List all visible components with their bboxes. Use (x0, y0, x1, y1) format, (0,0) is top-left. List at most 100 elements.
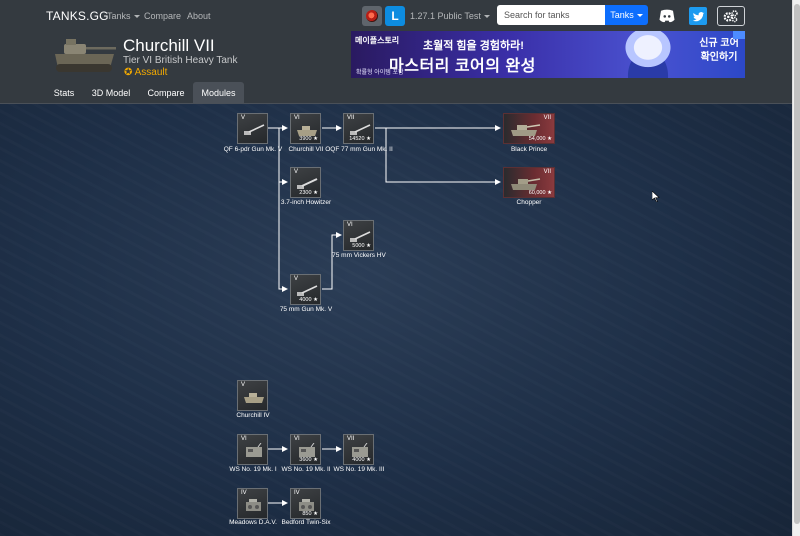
ad-logo: 메이플스토리 (355, 36, 400, 45)
gears-icon (723, 10, 738, 23)
engine-icon (246, 499, 261, 511)
module-hull-churchill-iv[interactable]: V (237, 380, 268, 411)
module-label: WS No. 19 Mk. I (229, 466, 277, 473)
brand-logo[interactable]: TANKS.GG (46, 9, 109, 23)
tank-subtitle: Tier VI British Heavy Tank (123, 55, 238, 66)
xp-star-icon: ★ (366, 136, 371, 142)
module-engine-bedford[interactable]: IV 850 ★ (290, 488, 321, 519)
page-scrollbar[interactable] (792, 0, 800, 536)
module-price-value: 4000 (352, 457, 365, 463)
xp-star-icon: ★ (313, 511, 318, 517)
nav-compare-link[interactable]: Compare (144, 11, 182, 21)
module-price-value: 3900 (299, 136, 312, 142)
mouse-cursor-icon (652, 191, 660, 202)
hull-icon (244, 393, 264, 403)
module-tier: V (294, 169, 299, 175)
engine-icon (299, 499, 314, 511)
module-radio-mk2[interactable]: VI 3600 ★ (290, 434, 321, 465)
module-gun-vickers-hv[interactable]: VI 5000 ★ (343, 220, 374, 251)
lesta-server-icon[interactable]: L (385, 6, 405, 26)
tank-icon (511, 178, 541, 190)
tank-icon (511, 124, 541, 136)
module-tier: V (294, 276, 299, 282)
xp-star-icon: ★ (313, 457, 318, 463)
gun-icon (244, 124, 265, 135)
ad-character-image (613, 31, 683, 78)
tank-image (55, 39, 116, 72)
ad-choices-icon[interactable] (733, 31, 745, 39)
module-engine-meadows[interactable]: IV (237, 488, 268, 519)
nav-tanks-dropdown[interactable]: Tanks (107, 11, 140, 21)
top-navbar: TANKS.GG Tanks Compare About L 1.27.1 Pu… (0, 0, 792, 32)
module-price: 850 ★ (302, 511, 318, 517)
version-dropdown[interactable]: 1.27.1 Public Test (410, 11, 490, 21)
tab-bar: Stats 3D Model Compare Modules (0, 82, 792, 104)
module-price: 3600 ★ (299, 457, 318, 463)
module-price: 4000 ★ (352, 457, 371, 463)
twitter-bird-icon (692, 12, 705, 22)
module-gun-75mm-mk5[interactable]: V 4000 ★ (290, 274, 321, 305)
tab-stats[interactable]: Stats (53, 88, 75, 98)
module-tier: VI (347, 222, 353, 228)
tank-price: 60,000 ★ (529, 190, 552, 196)
ad-banner[interactable]: 메이플스토리 초월적 힘을 경험하라! 마스터리 코어의 완성 확률형 아이템 … (351, 31, 745, 78)
settings-button[interactable] (717, 6, 745, 26)
xp-star-icon: ★ (366, 243, 371, 249)
next-tank-black-prince[interactable]: VII 54,000 ★ (503, 113, 555, 144)
module-tier: V (241, 115, 246, 121)
gun-icon (350, 124, 371, 135)
radio-icon (299, 443, 315, 457)
ad-cta-line2: 확인하기 (700, 52, 738, 63)
radio-icon (352, 443, 368, 457)
module-radio-mk1[interactable]: VI (237, 434, 268, 465)
module-label: Meadows D.A.V. (229, 519, 277, 526)
tank-label: Black Prince (510, 146, 548, 153)
tab-modules[interactable]: Modules (193, 82, 244, 104)
module-hull-churchill-vii[interactable]: VI 3900 ★ (290, 113, 321, 144)
twitter-icon[interactable] (689, 7, 707, 25)
module-radio-mk3[interactable]: VII 4000 ★ (343, 434, 374, 465)
tab-3d-model[interactable]: 3D Model (91, 88, 131, 98)
search-category-button[interactable]: Tanks (605, 5, 648, 25)
xp-star-icon: ★ (313, 136, 318, 142)
module-price: 14520 ★ (349, 136, 371, 142)
module-tier: V (241, 382, 246, 388)
ad-headline: 마스터리 코어의 완성 (389, 58, 536, 75)
module-tier: VII (347, 115, 355, 121)
hull-icon (297, 126, 317, 136)
xp-star-icon: ★ (313, 297, 318, 303)
module-tier: VI (241, 436, 247, 442)
tank-price-value: 60,000 (528, 190, 546, 196)
tank-role: ✪ Assault (124, 67, 167, 78)
module-price-value: 14520 (349, 136, 365, 142)
module-label: WS No. 19 Mk. II (281, 466, 331, 473)
search-input[interactable] (497, 5, 605, 25)
module-gun-oqf77[interactable]: VII 14520 ★ (343, 113, 374, 144)
nav-tanks-label: Tanks (107, 11, 131, 21)
gun-icon (297, 285, 318, 296)
module-label: OQF 77 mm Gun Mk. II (325, 146, 393, 153)
module-price: 4000 ★ (299, 297, 318, 303)
tank-tier: VII (543, 169, 551, 175)
wot-server-icon[interactable] (362, 6, 382, 26)
ad-disclaimer: 확률형 아이템 포함 (356, 70, 404, 76)
module-label: Bedford Twin-Six (281, 519, 331, 526)
chevron-down-icon (133, 15, 140, 18)
discord-icon[interactable] (658, 7, 676, 25)
tank-label: Chopper (516, 199, 542, 206)
xp-star-icon: ★ (547, 190, 552, 196)
next-tank-chopper[interactable]: VII 60,000 ★ (503, 167, 555, 198)
module-price-value: 3600 (299, 457, 312, 463)
chevron-down-icon (636, 14, 643, 17)
module-gun-howitzer[interactable]: V 2300 ★ (290, 167, 321, 198)
nav-about-link[interactable]: About (187, 11, 211, 21)
tab-compare[interactable]: Compare (147, 88, 185, 98)
scrollbar-thumb[interactable] (794, 4, 800, 524)
ad-title: 초월적 힘을 경험하라! (423, 40, 524, 52)
module-price-value: 5000 (352, 243, 365, 249)
module-gun-qf6[interactable]: V (237, 113, 268, 144)
module-label: 75 mm Gun Mk. V (279, 306, 333, 313)
module-price: 2300 ★ (299, 190, 318, 196)
module-tier: VII (347, 436, 355, 442)
